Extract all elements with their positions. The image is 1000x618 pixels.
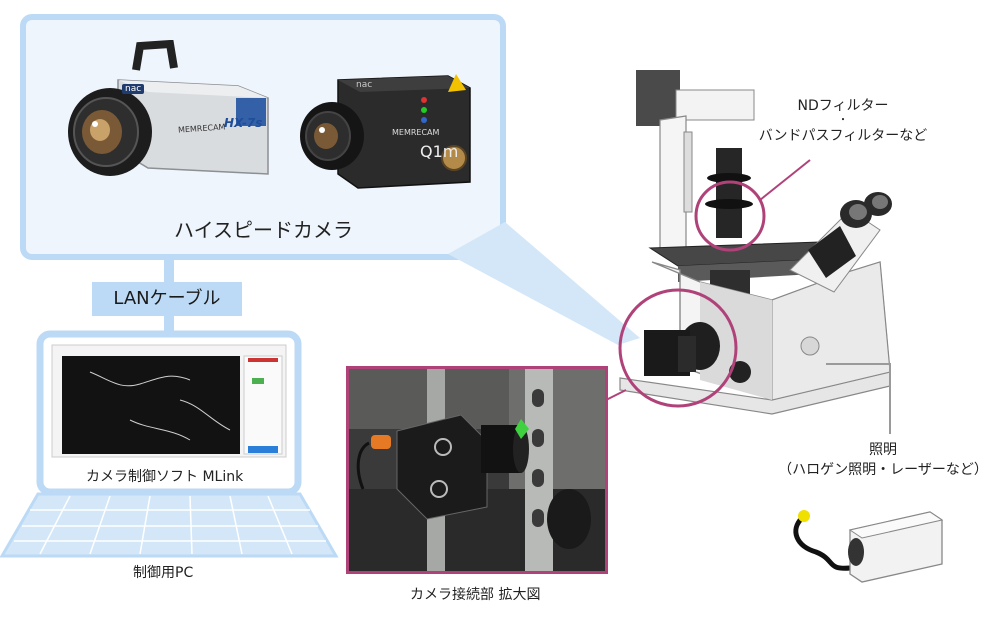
lamp-housing [636,70,680,126]
camera1-logo: nac [122,84,145,94]
pc-label: 制御用PC [133,565,194,581]
callout-wedge [448,222,640,345]
filter-label-line2: ・ [838,115,848,126]
illumination-label-line1: 照明 [869,442,897,458]
camera2-brand: MEMRECAM [392,128,440,137]
camera-hx7s-illustration [68,40,269,176]
camera2-model: Q1m [420,142,459,161]
cable-label: LANケーブル [92,282,242,316]
illumination-label: 照明 （ハロゲン照明・レーザーなど） [776,440,990,480]
camera2-logo: nac [356,80,373,90]
filter-label-line3: バンドパスフィルターなど [758,128,928,144]
illumination-label-line2: （ハロゲン照明・レーザーなど） [778,462,988,478]
connection-label: カメラ接続部 拡大図 [410,587,541,603]
filter-label-line1: NDフィルター [797,98,889,114]
camera-group-label: ハイスピードカメラ [174,218,353,242]
camera1-model: HX-7s [224,116,263,130]
connection-closeup-photo [346,366,608,574]
closeup-illustration [349,369,605,571]
filter-label: NDフィルター ・ バンドパスフィルターなど [740,96,946,146]
camera-port-highlight-circle [618,288,738,408]
camera-q1m-illustration [300,74,471,189]
software-label: カメラ制御ソフト MLink [86,469,244,485]
illumination-unit-illustration [793,510,944,583]
filter-highlight-circle [694,180,766,252]
